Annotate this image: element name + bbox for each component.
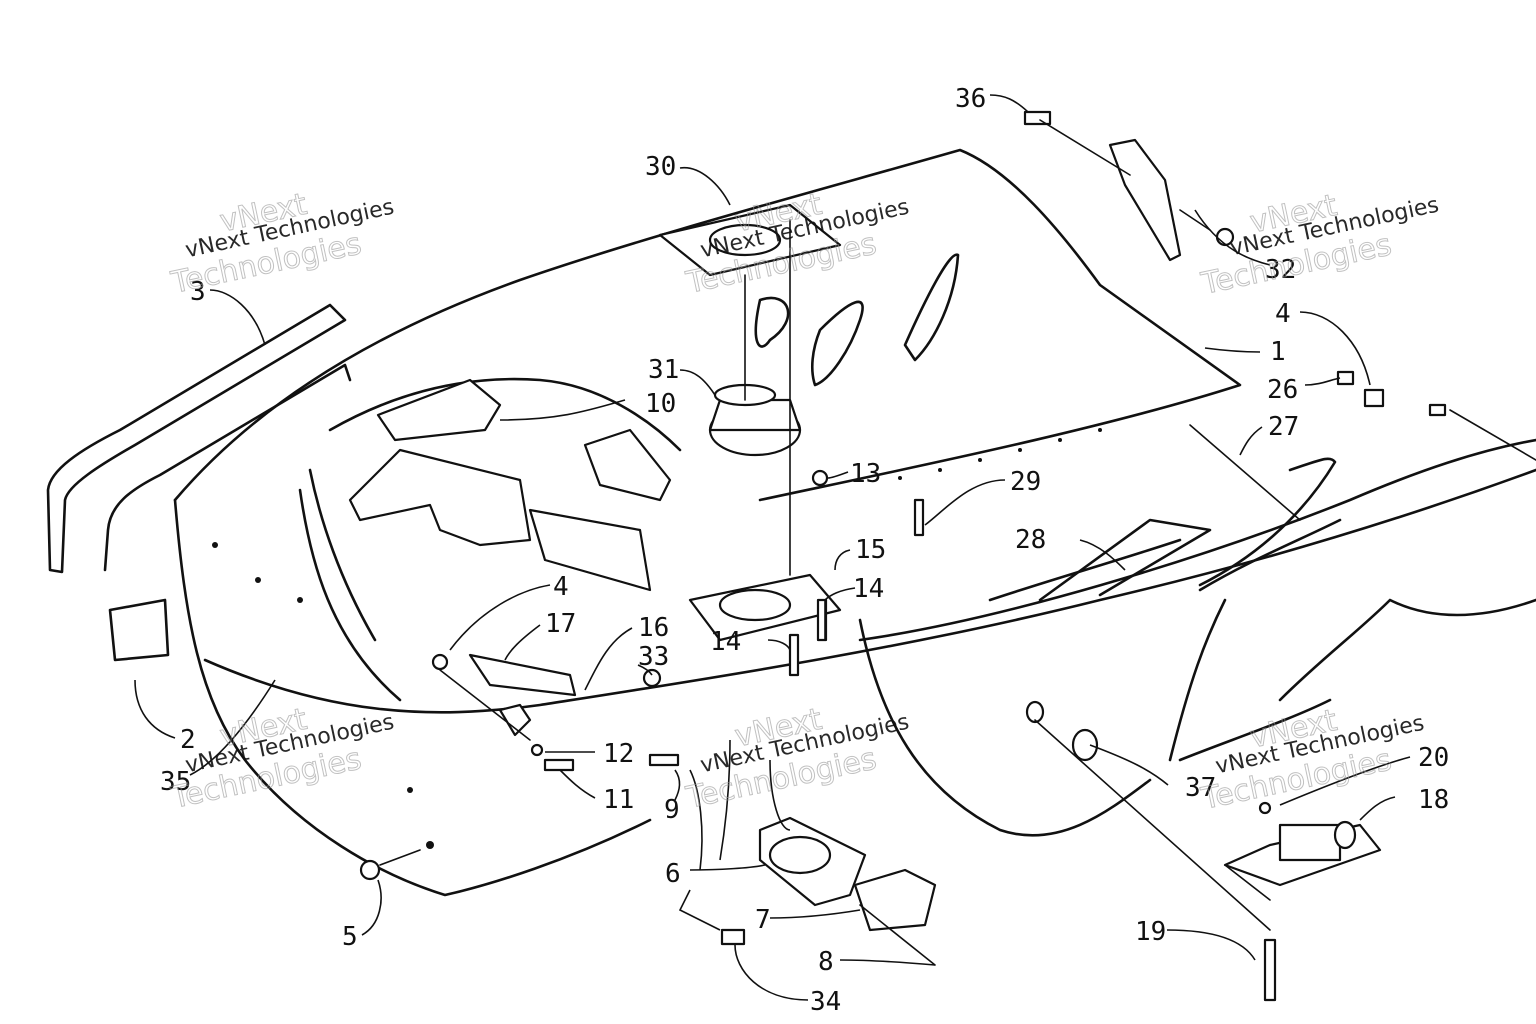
callout-1: 1 [1270,337,1286,367]
callout-14a: 14 [853,574,884,604]
callout-28: 28 [1015,525,1046,555]
callout-35: 35 [160,767,191,797]
callout-29: 29 [1010,467,1041,497]
fasteners [359,110,1447,1002]
callout-18: 18 [1418,785,1449,815]
callout-26: 26 [1267,375,1298,405]
callout-4a: 4 [1275,299,1291,329]
callout-6: 6 [665,859,681,889]
callout-31: 31 [648,355,679,385]
assembly-lines [379,119,1536,966]
callout-8: 8 [818,947,834,977]
watermark-bottom-right: vNext vNext Technologies Technologies [1197,702,1426,817]
callout-30: 30 [645,152,676,182]
part-headlight [758,816,937,932]
callout-33: 33 [638,642,669,672]
callout-4b: 4 [553,572,569,602]
callout-12: 12 [603,739,634,769]
callout-27: 27 [1268,412,1299,442]
hood-assembly [173,148,1536,897]
callout-17: 17 [545,609,576,639]
watermark-bottom-center: vNext vNext Technologies Technologies [682,701,911,816]
callout-3: 3 [190,277,206,307]
callout-20: 20 [1418,743,1449,773]
callout-14b: 14 [710,627,741,657]
callout-32: 32 [1265,255,1296,285]
rivet-dots [212,428,1102,849]
callout-5: 5 [342,922,358,952]
callout-16: 16 [638,613,669,643]
callout-15: 15 [855,535,886,565]
callout-11: 11 [603,785,634,815]
part-switch-18 [1223,820,1382,887]
part-gauge-plate [658,203,842,642]
callout-labels: 36 30 32 3 1 4 26 31 10 27 13 29 28 15 4… [160,84,1449,1017]
callout-2: 2 [180,725,196,755]
callout-9: 9 [664,795,680,825]
callout-34: 34 [810,987,841,1017]
leader-lines [134,94,1411,1001]
part-panels [348,378,672,592]
callout-7: 7 [755,905,771,935]
watermark-top-left: vNext vNext Technologies Technologies [167,186,396,301]
callout-36: 36 [955,84,986,114]
callout-37: 37 [1185,773,1216,803]
part-bumper-trim [46,303,352,662]
callout-10: 10 [645,389,676,419]
callout-13: 13 [850,459,881,489]
callout-19: 19 [1135,917,1166,947]
